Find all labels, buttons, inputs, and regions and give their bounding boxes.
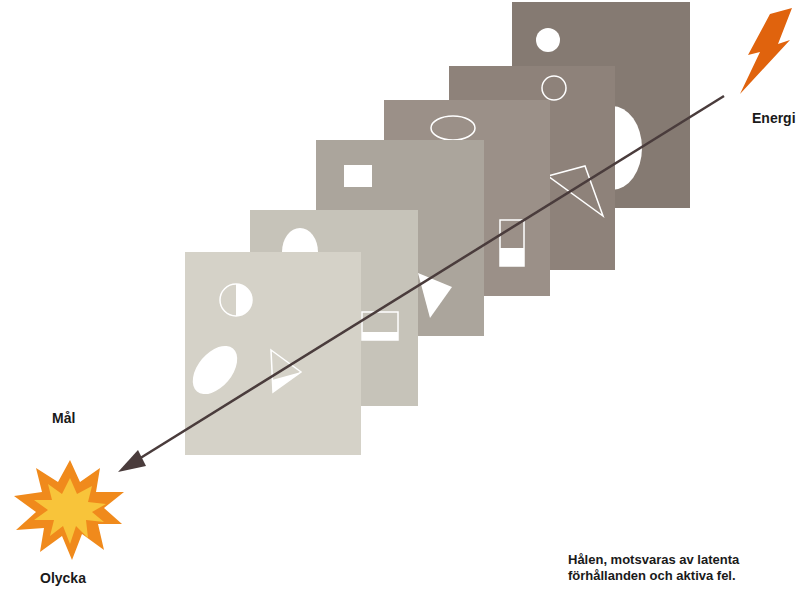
- accident-label: Olycka: [40, 570, 86, 587]
- lightning-bolt: [740, 8, 792, 94]
- target-label: Mål: [52, 410, 75, 427]
- barrier-slice: [184, 252, 361, 455]
- explosion-star: [14, 460, 124, 560]
- trajectory-line: [134, 96, 724, 462]
- energy-label: Energi: [752, 110, 796, 127]
- arrowhead: [118, 450, 146, 472]
- note-text: Hålen, motsvaras av latenta förhållanden…: [568, 552, 783, 583]
- explosion-core: [34, 478, 106, 544]
